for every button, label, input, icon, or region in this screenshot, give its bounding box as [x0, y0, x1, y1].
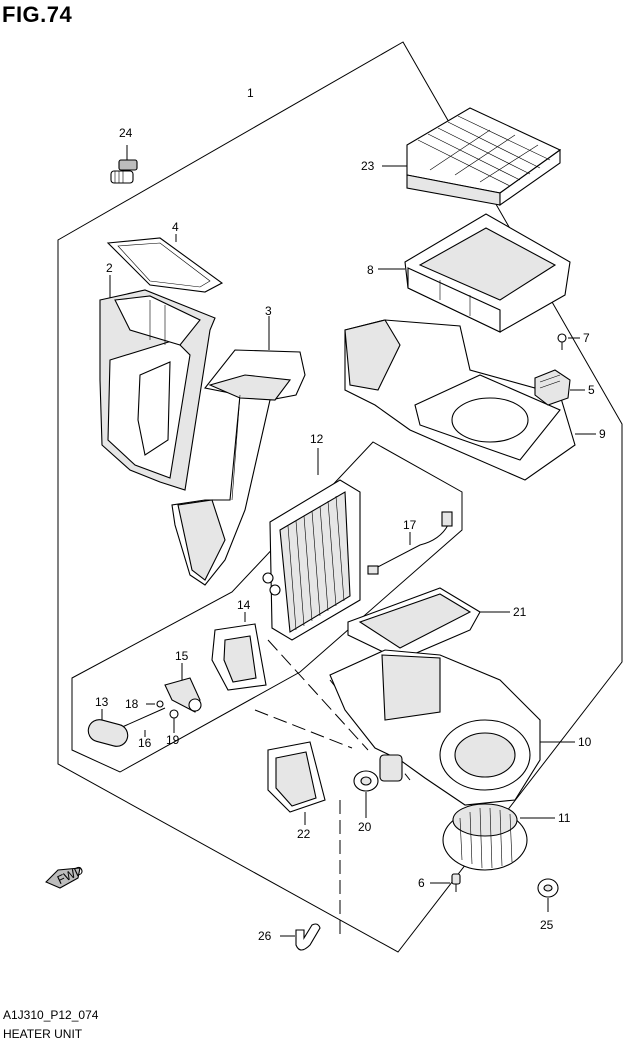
callout-20: 20 [358, 820, 372, 834]
callout-15: 15 [175, 649, 189, 663]
filter-case-icon[interactable] [378, 213, 571, 333]
callout-18: 18 [125, 697, 139, 711]
callout-7: 7 [583, 331, 590, 345]
fwd-label: FWD [55, 863, 86, 887]
drain-tray-icon[interactable] [347, 587, 510, 661]
callout-25: 25 [540, 918, 554, 932]
seal-ring-icon[interactable] [106, 234, 224, 293]
callout-24: 24 [119, 126, 133, 140]
callout-19: 19 [166, 733, 180, 747]
blower-case-icon[interactable] [329, 649, 575, 806]
callout-21: 21 [513, 605, 527, 619]
duct-icon[interactable] [171, 316, 306, 586]
screw-icon[interactable] [557, 333, 580, 350]
seal-icon[interactable] [267, 741, 326, 825]
resistor-icon[interactable] [534, 369, 585, 406]
callout-12: 12 [310, 432, 324, 446]
callout-11: 11 [558, 811, 571, 825]
expansion-valve-icon[interactable] [164, 663, 202, 713]
upper-case-icon[interactable] [344, 319, 596, 481]
figure-name: HEATER UNIT [3, 1027, 83, 1041]
callout-6: 6 [418, 876, 425, 890]
callout-2: 2 [106, 261, 113, 275]
air-filter-icon[interactable] [382, 107, 562, 207]
evaporator-icon[interactable] [262, 448, 361, 641]
callout-14: 14 [237, 598, 251, 612]
callout-26: 26 [258, 929, 272, 943]
callout-8: 8 [367, 263, 374, 277]
screw-icon[interactable] [430, 873, 461, 892]
callout-22: 22 [297, 827, 311, 841]
bolt-icon[interactable] [110, 145, 138, 184]
blower-motor-icon[interactable] [442, 803, 555, 871]
assembly-outline [57, 41, 623, 953]
fwd-arrow-icon: FWD [45, 863, 86, 889]
actuator-icon[interactable] [353, 754, 403, 818]
callout-3: 3 [265, 304, 272, 318]
figure-code: A1J310_P12_074 [3, 1008, 99, 1022]
callout-10: 10 [578, 735, 592, 749]
nut-icon[interactable] [537, 878, 559, 912]
o-ring-icon[interactable] [169, 709, 179, 733]
callout-16: 16 [138, 736, 152, 750]
drain-hose-icon[interactable] [280, 923, 321, 951]
seal-icon[interactable] [211, 612, 267, 691]
grommet-icon[interactable] [86, 709, 130, 749]
duct-icon[interactable] [99, 275, 216, 491]
sensor-icon[interactable] [367, 511, 453, 575]
o-ring-icon[interactable] [146, 700, 164, 708]
callout-1: 1 [247, 86, 254, 100]
callout-4: 4 [172, 220, 179, 234]
callout-17: 17 [403, 518, 417, 532]
callout-13: 13 [95, 695, 109, 709]
callout-5: 5 [588, 383, 595, 397]
callout-23: 23 [361, 159, 375, 173]
callout-9: 9 [599, 427, 606, 441]
figure-title: FIG.74 [2, 2, 73, 27]
